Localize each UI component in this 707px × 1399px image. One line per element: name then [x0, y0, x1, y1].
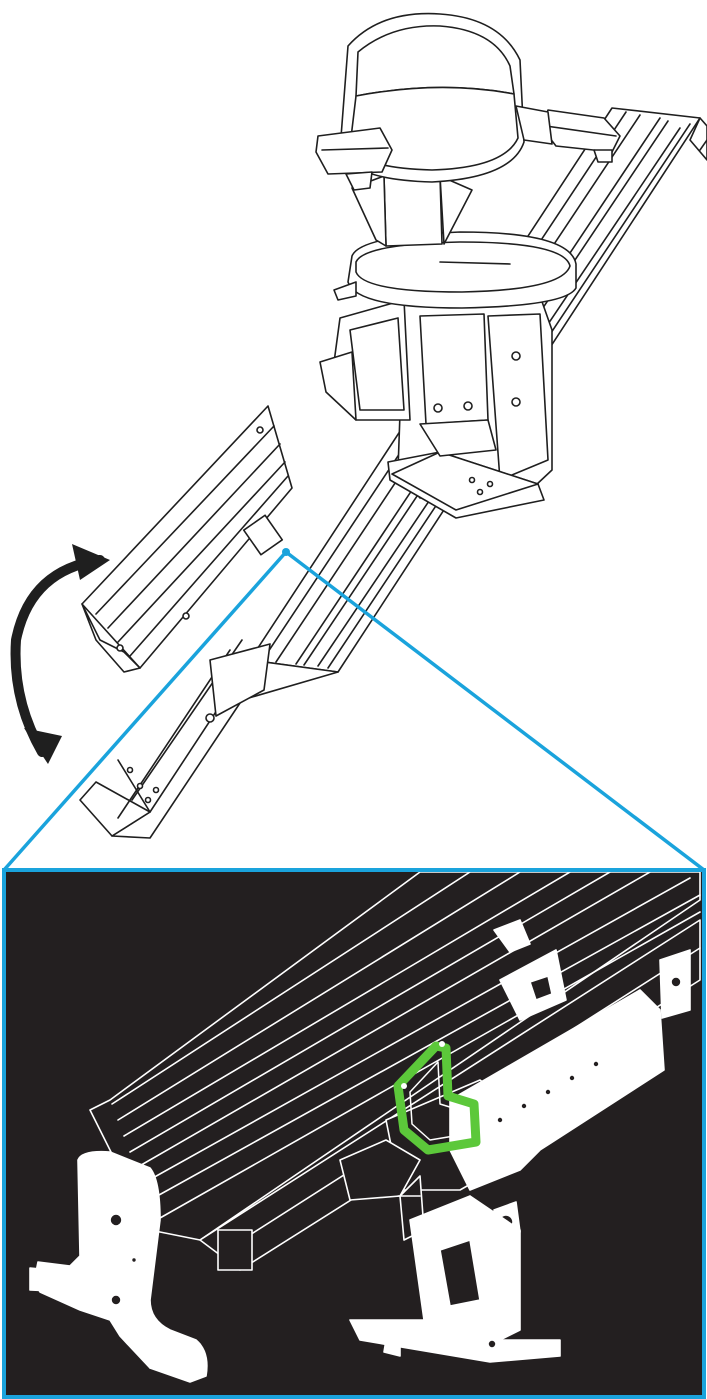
- armrest-right: [515, 105, 621, 163]
- hinge-rotation-arrow: [10, 544, 110, 764]
- seat-post: [351, 175, 473, 247]
- hinge-detail-panel: [2, 868, 706, 1399]
- hinge-detail: [29, 872, 701, 1383]
- folded-hinge-rail: [81, 405, 293, 673]
- seat: [333, 231, 577, 309]
- armrest-left: [315, 127, 393, 191]
- rail-support: [205, 643, 271, 723]
- footrest: [387, 419, 545, 519]
- highlighted-part: [393, 1041, 481, 1155]
- stairlift-overview: [79, 12, 707, 839]
- detail-callout: [2, 548, 706, 872]
